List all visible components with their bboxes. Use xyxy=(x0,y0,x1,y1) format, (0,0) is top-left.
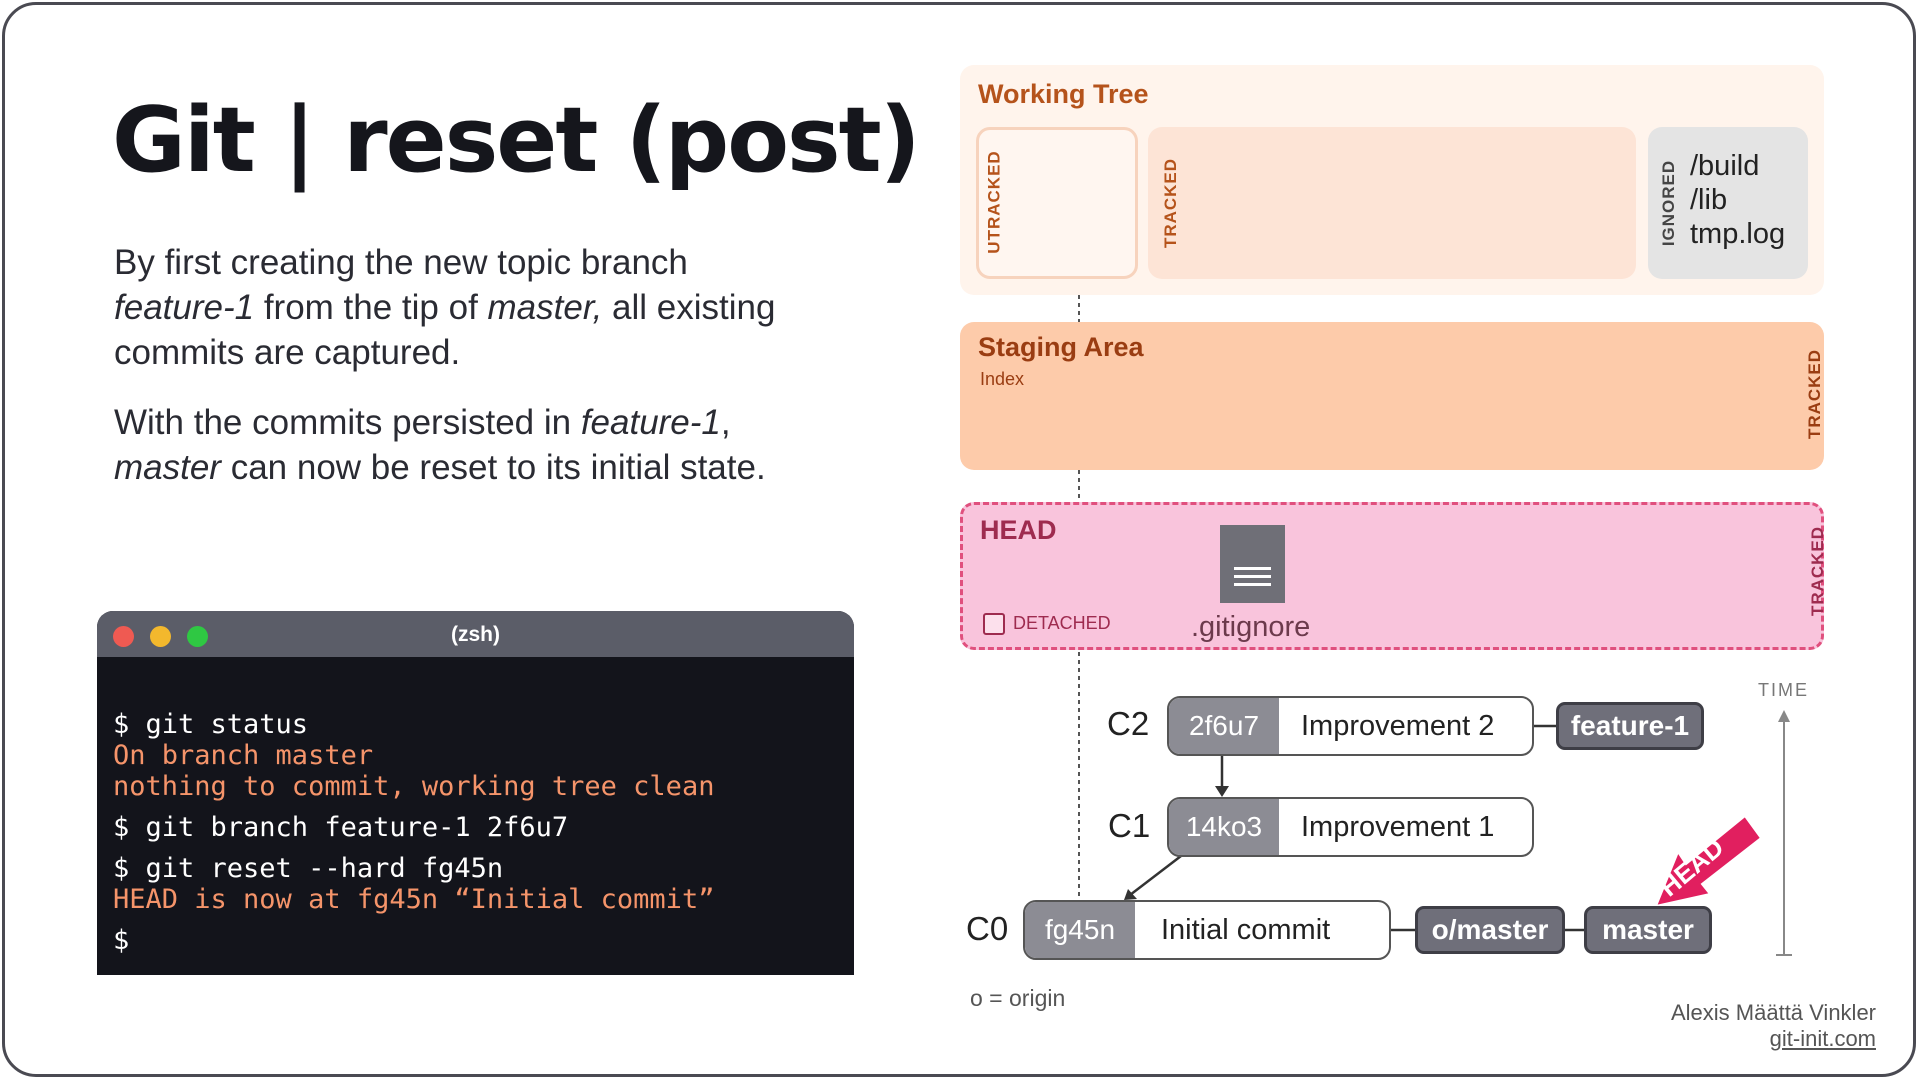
para1-text-2: from the tip of xyxy=(254,288,488,327)
terminal-line: $ git reset --hard fg45n xyxy=(113,853,504,884)
terminal-line: nothing to commit, working tree clean xyxy=(113,771,715,802)
terminal-prompt: $ xyxy=(113,925,130,956)
commit-message: Initial commit xyxy=(1161,914,1331,946)
para1-text-1: By first creating the new topic branch xyxy=(114,243,688,282)
detached-option[interactable]: DETACHED xyxy=(983,613,1111,636)
terminal-window: (zsh) $ git status On branch master noth… xyxy=(97,611,854,975)
working-tree-tracked-area: TRACKED xyxy=(1148,127,1636,279)
commit-hash: 14ko3 xyxy=(1169,799,1279,855)
branch-origin-master[interactable]: o/master xyxy=(1415,906,1565,954)
origin-note: o = origin xyxy=(970,985,1066,1011)
terminal-title-bar: (zsh) xyxy=(97,611,854,657)
tracked-label: TRACKED xyxy=(1161,157,1181,249)
head-section: HEAD DETACHED .gitignore TRACKED xyxy=(960,502,1827,650)
terminal-line: $ git branch feature-1 2f6u7 xyxy=(113,812,569,843)
untracked-label: UTRACKED xyxy=(984,150,1004,254)
para2-branch: feature-1 xyxy=(580,403,721,442)
maximize-window-icon[interactable] xyxy=(187,626,208,647)
untracked-area: UTRACKED xyxy=(976,127,1138,279)
commit-hash: fg45n xyxy=(1025,902,1135,958)
terminal-title: (zsh) xyxy=(451,623,500,646)
page-title: Git | reset (post) xyxy=(112,88,921,193)
commit-c1[interactable]: 14ko3 Improvement 1 xyxy=(1167,797,1534,857)
description-paragraph-2: With the commits persisted in feature-1,… xyxy=(114,400,814,490)
staging-area-section: Staging Area Index TRACKED xyxy=(960,322,1824,470)
description-paragraph-1: By first creating the new topic branch f… xyxy=(114,240,814,375)
para1-text-3: all existing commits are captured. xyxy=(114,288,776,372)
author-credit: Alexis Määttä Vinkler xyxy=(1670,1000,1876,1025)
ignored-file: tmp.log xyxy=(1690,218,1786,250)
ignored-area: IGNORED /build /lib tmp.log xyxy=(1648,127,1808,279)
staging-area-subtitle: Index xyxy=(980,369,1025,389)
terminal-line: HEAD is now at fg45n “Initial commit” xyxy=(113,884,715,915)
para2-text-1: With the commits persisted in xyxy=(114,403,581,442)
staging-area-title: Staging Area xyxy=(978,332,1144,362)
commit-label-c0: C0 xyxy=(966,910,1009,947)
close-window-icon[interactable] xyxy=(113,626,134,647)
branch-master[interactable]: master xyxy=(1584,906,1712,954)
head-title: HEAD xyxy=(980,515,1057,545)
detached-checkbox[interactable] xyxy=(983,613,1005,636)
minimize-window-icon[interactable] xyxy=(150,626,171,647)
site-link[interactable]: git-init.com xyxy=(1769,1026,1876,1051)
file-icon xyxy=(1220,525,1285,603)
terminal-line: $ git status xyxy=(113,709,309,740)
working-tree-section: Working Tree UTRACKED TRACKED IGNORED /b… xyxy=(960,65,1824,295)
ignored-file: /build xyxy=(1690,150,1760,182)
ignored-file-list: /build /lib tmp.log xyxy=(1690,149,1785,251)
working-tree-title: Working Tree xyxy=(978,79,1149,109)
para2-master: master xyxy=(114,448,221,487)
commit-label-c1: C1 xyxy=(1108,807,1151,844)
commit-message: Improvement 2 xyxy=(1301,710,1495,742)
commit-c2[interactable]: 2f6u7 Improvement 2 xyxy=(1167,696,1534,756)
time-axis-label: TIME xyxy=(1758,680,1809,700)
terminal-line: On branch master xyxy=(113,740,374,771)
para1-branch: feature-1 xyxy=(114,288,255,327)
commit-c0[interactable]: fg45n Initial commit xyxy=(1023,900,1391,960)
commit-label-c2: C2 xyxy=(1107,705,1150,742)
ignored-file: /lib xyxy=(1690,184,1728,216)
detached-label: DETACHED xyxy=(1013,613,1111,633)
para2-text-3: can now be reset to its initial state. xyxy=(220,448,766,487)
branch-feature-1[interactable]: feature-1 xyxy=(1556,702,1704,750)
ignored-label: IGNORED xyxy=(1659,159,1679,247)
para1-master: master, xyxy=(487,288,603,327)
para2-text-2: , xyxy=(720,403,731,442)
commit-hash: 2f6u7 xyxy=(1169,698,1279,754)
staging-tracked-label: TRACKED xyxy=(1805,348,1825,440)
commit-message: Improvement 1 xyxy=(1301,811,1495,843)
head-tracked-label: TRACKED xyxy=(1808,525,1828,617)
gitignore-filename: .gitignore xyxy=(1191,611,1311,643)
